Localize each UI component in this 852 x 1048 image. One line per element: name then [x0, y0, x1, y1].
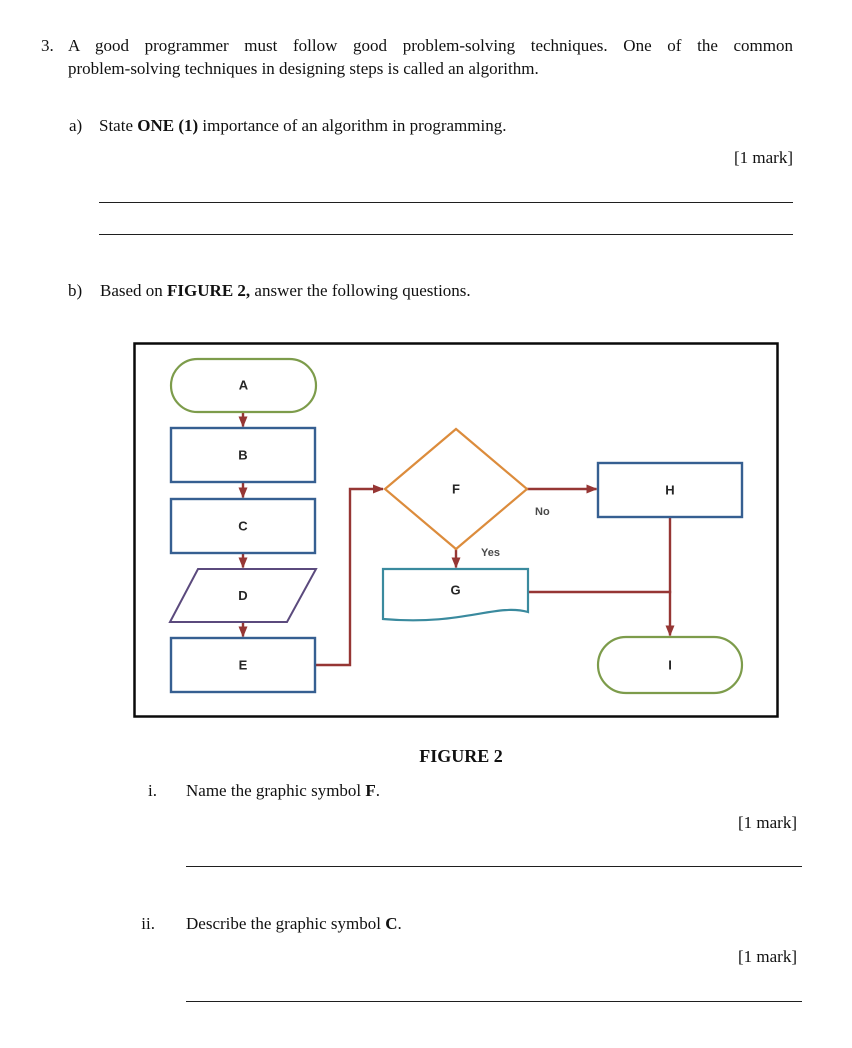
- question3-text-line2: problem-solving techniques in designing …: [68, 59, 539, 78]
- node-label-a: A: [239, 378, 249, 393]
- flowchart-process-b: [169, 426, 317, 484]
- question-i-text: Name the graphic symbol F.: [186, 779, 746, 802]
- flowchart-process-c: [169, 497, 317, 555]
- flowchart-document-g: [381, 567, 530, 622]
- flowchart-io-d: [168, 568, 318, 623]
- flowchart-process-h: [596, 461, 744, 519]
- node-label-c: C: [238, 519, 248, 534]
- flowchart-terminator-a: [169, 357, 318, 414]
- flowchart-process-e: [169, 636, 317, 694]
- part-b-text-suffix: answer the following questions.: [250, 281, 471, 300]
- question-ii-text-suffix: .: [397, 914, 402, 933]
- node-label-g: G: [450, 583, 460, 598]
- question-i-text-bold: F: [365, 781, 376, 800]
- part-b-text: Based on FIGURE 2, answer the following …: [100, 279, 760, 302]
- part-a-text: State ONE (1) importance of an algorithm…: [99, 114, 759, 137]
- answer-line-4: [186, 1001, 802, 1002]
- flowchart-terminator-i: [596, 635, 744, 695]
- question3-number: 3.: [41, 36, 54, 55]
- question3-text: A good programmer must follow good probl…: [68, 34, 793, 80]
- branch-label-no: No: [535, 506, 550, 518]
- question-ii-text-bold: C: [385, 914, 398, 933]
- figure2-flowchart: A B C D E F G H I No Yes: [133, 342, 779, 718]
- arrow-e-f: [315, 484, 384, 667]
- flowchart-decision-f: [383, 427, 529, 551]
- part-b-label: b): [68, 281, 83, 300]
- node-label-b: B: [238, 448, 247, 463]
- answer-line-1: [99, 202, 793, 203]
- part-a-mark: [1 mark]: [733, 148, 793, 167]
- answer-line-3: [186, 866, 802, 867]
- answer-line-2: [99, 234, 793, 235]
- part-b-text-bold: FIGURE 2,: [167, 281, 251, 300]
- figure2-caption: FIGURE 2: [419, 746, 503, 766]
- node-label-f: F: [452, 482, 460, 497]
- part-a-text-prefix: State: [99, 116, 138, 135]
- branch-label-yes: Yes: [481, 547, 500, 559]
- question3-text-line1: A good programmer must follow good probl…: [68, 36, 793, 55]
- question-ii-text-prefix: Describe the graphic symbol: [186, 914, 386, 933]
- part-b-text-prefix: Based on: [100, 281, 168, 300]
- node-label-i: I: [668, 658, 672, 673]
- question-ii-text: Describe the graphic symbol C.: [186, 912, 746, 935]
- figure2-border: [133, 342, 779, 718]
- node-label-e: E: [239, 658, 248, 673]
- question-ii-label: ii.: [141, 914, 155, 933]
- question-i-text-suffix: .: [375, 781, 381, 800]
- question-i-mark: [1 mark]: [737, 813, 797, 832]
- question-i-text-prefix: Name the graphic symbol: [186, 781, 366, 800]
- part-a-text-suffix: importance of an algorithm in programmin…: [198, 116, 507, 135]
- part-a-label: a): [69, 116, 83, 135]
- node-label-d: D: [238, 588, 247, 603]
- question-ii-mark: [1 mark]: [737, 947, 797, 966]
- part-a-text-bold: ONE (1): [137, 116, 199, 135]
- node-label-h: H: [665, 483, 674, 498]
- question-i-label: i.: [148, 781, 157, 800]
